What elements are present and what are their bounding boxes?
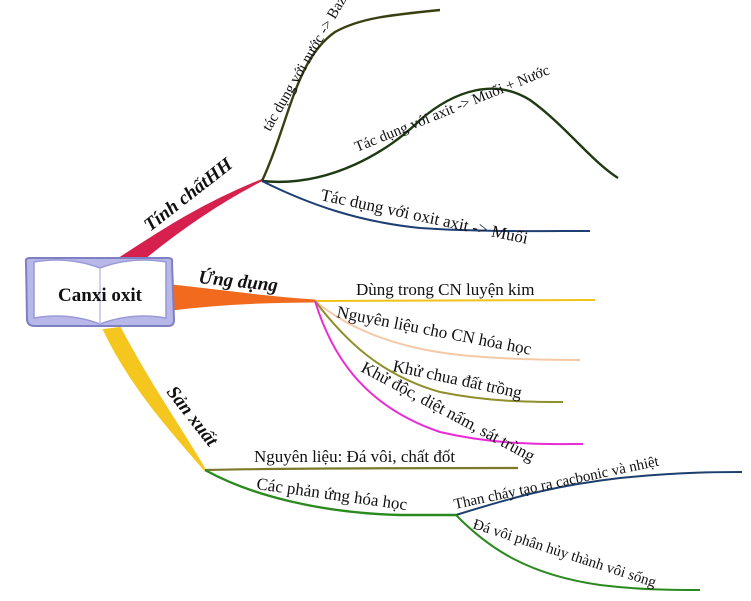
edge-tac-dung-nuoc <box>260 8 441 182</box>
edge-da-voi-phan-huy <box>455 514 701 591</box>
edge-cn-hoa-hoc <box>314 300 581 361</box>
center-book-node: Canxi oxit <box>24 257 176 327</box>
edge-khu-chua <box>314 300 564 403</box>
label-than-chay: Than cháy tạo ra cacbonic và nhiệt <box>453 454 662 513</box>
label-nguyen-lieu-da-voi: Nguyên liệu: Đá vôi, chất đốt <box>254 447 455 466</box>
edge-tac-dung-axit <box>261 87 619 184</box>
label-da-voi-phan-huy: Đá vôi phân hủy thành vôi sống <box>471 517 659 592</box>
edge-khu-doc <box>314 300 584 446</box>
label-tac-dung-nuoc: tác dụng với nước -> Bazơ <box>260 0 355 134</box>
label-luyen-kim: Dùng trong CN luyện kim <box>356 280 535 299</box>
edge-phan-ung-hoa-hoc <box>204 468 456 517</box>
label-tac-dung-axit: Tác dụng với axit -> Muối + Nước <box>353 63 553 156</box>
edge-nguyen-lieu-da-voi <box>204 466 519 472</box>
edge-luyen-kim <box>314 299 596 302</box>
center-label: Canxi oxit <box>58 285 143 306</box>
edge-than-chay <box>455 471 743 516</box>
label-tac-dung-oxit-axit: Tác dụng với oxit axit -> Muối <box>319 185 530 248</box>
edge-tac-dung-oxit-axit <box>261 180 591 233</box>
